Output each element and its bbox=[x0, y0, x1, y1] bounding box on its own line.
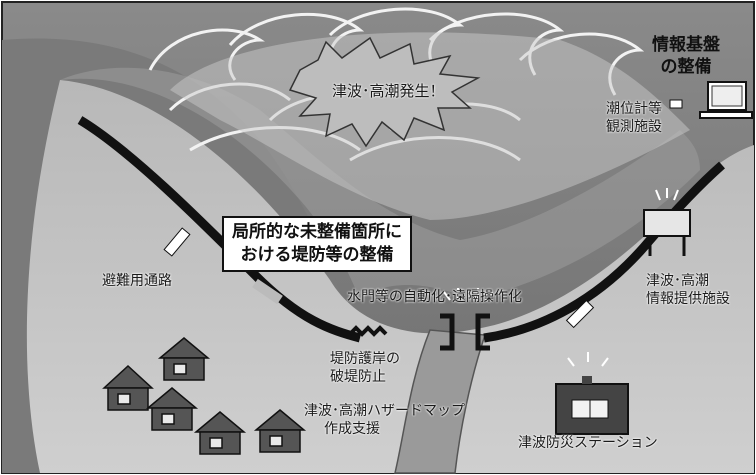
info-facility-line2: 情報提供施設 bbox=[646, 291, 730, 307]
headline: 情報基盤 の整備 bbox=[652, 34, 720, 78]
bay-shade bbox=[60, 67, 700, 301]
computer-icon bbox=[699, 81, 753, 119]
floodgate-sparks bbox=[443, 288, 493, 301]
callout-line2: おける堤防等の整備 bbox=[240, 245, 394, 265]
station-icon bbox=[555, 352, 629, 435]
crossing-mark-right bbox=[565, 299, 595, 329]
revetment-label: 堤防護岸の 破堤防止 bbox=[330, 350, 400, 386]
revetment-line2: 破堤防止 bbox=[330, 369, 386, 385]
headline-line1: 情報基盤 bbox=[652, 35, 720, 55]
info-facility-line1: 津波･高潮 bbox=[646, 273, 709, 289]
burst-label: 津波･高潮発生！ bbox=[332, 82, 445, 100]
observation-line2: 観測施設 bbox=[606, 119, 662, 135]
hazard-map-line2: 作成支援 bbox=[324, 421, 380, 437]
revetment-line1: 堤防護岸の bbox=[330, 351, 400, 367]
gauge-icon bbox=[669, 99, 683, 109]
observation-label: 潮位計等 観測施設 bbox=[606, 100, 662, 136]
hazard-map-label: 津波･高潮ハザードマップ 作成支援 bbox=[304, 402, 465, 438]
hazard-map-line1: 津波･高潮ハザードマップ bbox=[304, 403, 465, 419]
evacuation-route-label: 避難用通路 bbox=[102, 273, 172, 289]
houses bbox=[102, 337, 307, 455]
dike-right bbox=[483, 161, 725, 343]
info-facility-label: 津波･高潮 情報提供施設 bbox=[646, 272, 730, 308]
floodgate bbox=[440, 313, 490, 351]
callout-box: 局所的な未整備箇所に おける堤防等の整備 bbox=[222, 216, 412, 272]
burst-shape bbox=[288, 36, 481, 148]
callout-line1: 局所的な未整備箇所に bbox=[232, 222, 402, 242]
revetment-bumps bbox=[348, 325, 388, 337]
dike-gap bbox=[252, 278, 283, 305]
station-label: 津波防災ステーション bbox=[518, 435, 658, 451]
crossing-mark-left bbox=[163, 227, 191, 257]
river bbox=[394, 329, 487, 474]
land-area bbox=[26, 80, 754, 473]
observation-line1: 潮位計等 bbox=[606, 101, 662, 117]
info-tower-icon bbox=[643, 188, 691, 256]
floodgate-label: 水門等の自動化･遠隔操作化 bbox=[347, 289, 522, 305]
headline-line2: の整備 bbox=[660, 57, 712, 77]
